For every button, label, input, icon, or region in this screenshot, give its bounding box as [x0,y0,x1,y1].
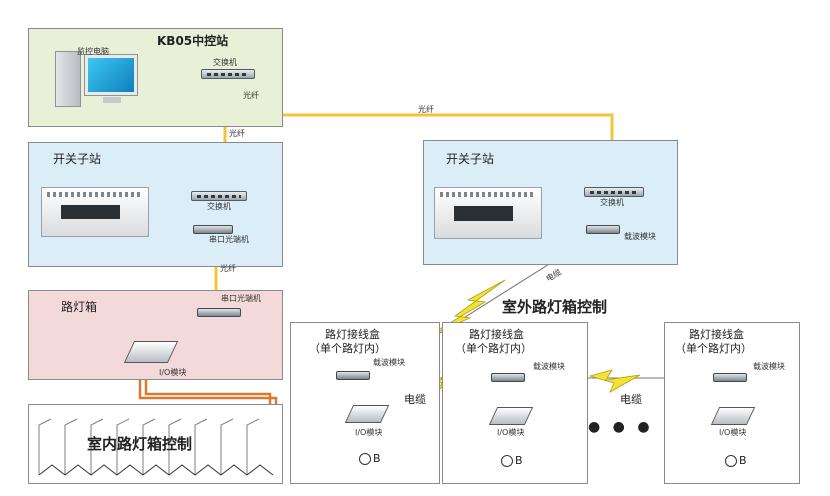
monitor-computer [55,47,141,113]
junction-3-lamp-label: B [739,454,747,467]
junction-1-carrier-module [336,371,370,380]
lamp-box-title: 路灯箱 [61,300,98,314]
junction-3-carrier-label: 载波模块 [753,362,785,371]
lamp-box-converter-label: 串口光端机 [221,294,261,303]
control-center-box: KB05中控站 监控电脑 交换机 光纤 [28,28,283,127]
lamp-box: 路灯箱 串口光端机 I/O模块 [28,290,283,380]
junction-3-io-label: I/O模块 [719,428,747,437]
right-switch-label: 交换机 [600,198,624,207]
right-switch [584,187,644,197]
right-carrier-module [586,225,620,234]
bolt-junction-2-3 [588,369,641,393]
junction-2-io-label: I/O模块 [497,428,525,437]
junction-3-carrier-module [713,373,747,382]
left-substation-box: 开关子站 交换机 串口光端机 光纤 [28,142,283,273]
cable-label-1: 电缆 [404,393,426,406]
left-serial-converter [193,225,233,234]
indoor-control-box: 室内路灯箱控制 [28,404,283,484]
left-switch-label: 交换机 [207,202,231,211]
more-junctions-ellipsis: ● ● ● [588,419,654,435]
right-carrier-label: 载波模块 [624,232,656,241]
left-substation-title: 开关子站 [53,152,102,166]
right-substation-box: 开关子站 交换机 载波模块 [423,140,678,265]
right-plc [434,187,542,239]
pc-tower [55,51,81,107]
monitor-screen [85,55,137,95]
outdoor-control-title: 室外路灯箱控制 [502,298,608,316]
left-plc [41,187,149,237]
junction-3-lamp [725,455,737,467]
indoor-lamp-posts [38,418,274,476]
lamp-box-serial-converter [197,308,241,317]
monitor-stand [103,97,121,103]
left-converter-label: 串口光端机 [209,235,249,244]
center-fiber-label: 光纤 [243,91,259,100]
lamp-box-io-label: I/O模块 [159,368,187,377]
monitor-label: 监控电脑 [77,47,109,56]
junction-3-title: 路灯接线盒 [689,328,744,341]
main-fiber-label: 光纤 [418,105,434,114]
junction-2-io-module [488,407,534,425]
left-switch [191,191,247,201]
control-center-title: KB05中控站 [157,34,229,48]
junction-1-subtitle: （单个路灯内） [309,342,386,355]
junction-3-subtitle: （单个路灯内） [675,342,752,355]
junction-2-carrier-label: 载波模块 [533,362,565,371]
junction-1-carrier-label: 载波模块 [373,358,405,367]
center-switch [201,69,255,79]
junction-2-lamp [501,455,513,467]
junction-1-io-label: I/O模块 [355,428,383,437]
left-fiber-label: 光纤 [220,264,236,273]
junction-2-subtitle: （单个路灯内） [455,342,532,355]
junction-box-3: 路灯接线盒 （单个路灯内） 载波模块 I/O模块 B [664,322,800,484]
center-to-left-fiber-label: 光纤 [229,129,245,138]
junction-2-lamp-label: B [515,454,523,467]
junction-box-2: 路灯接线盒 （单个路灯内） 载波模块 I/O模块 B [442,322,588,484]
indoor-control-title: 室内路灯箱控制 [87,435,193,453]
junction-2-carrier-module [491,373,525,382]
junction-1-lamp-label: B [373,452,381,465]
center-switch-label: 交换机 [213,58,237,67]
lamp-box-io-module [123,341,179,363]
right-substation-title: 开关子站 [446,152,495,166]
junction-1-title: 路灯接线盒 [325,328,380,341]
cable-label-2: 电缆 [620,393,642,406]
junction-box-1: 路灯接线盒 （单个路灯内） 载波模块 I/O模块 B [290,322,440,484]
junction-1-lamp [359,453,371,465]
junction-2-title: 路灯接线盒 [469,328,524,341]
junction-1-io-module [344,405,390,423]
junction-3-io-module [710,407,756,425]
